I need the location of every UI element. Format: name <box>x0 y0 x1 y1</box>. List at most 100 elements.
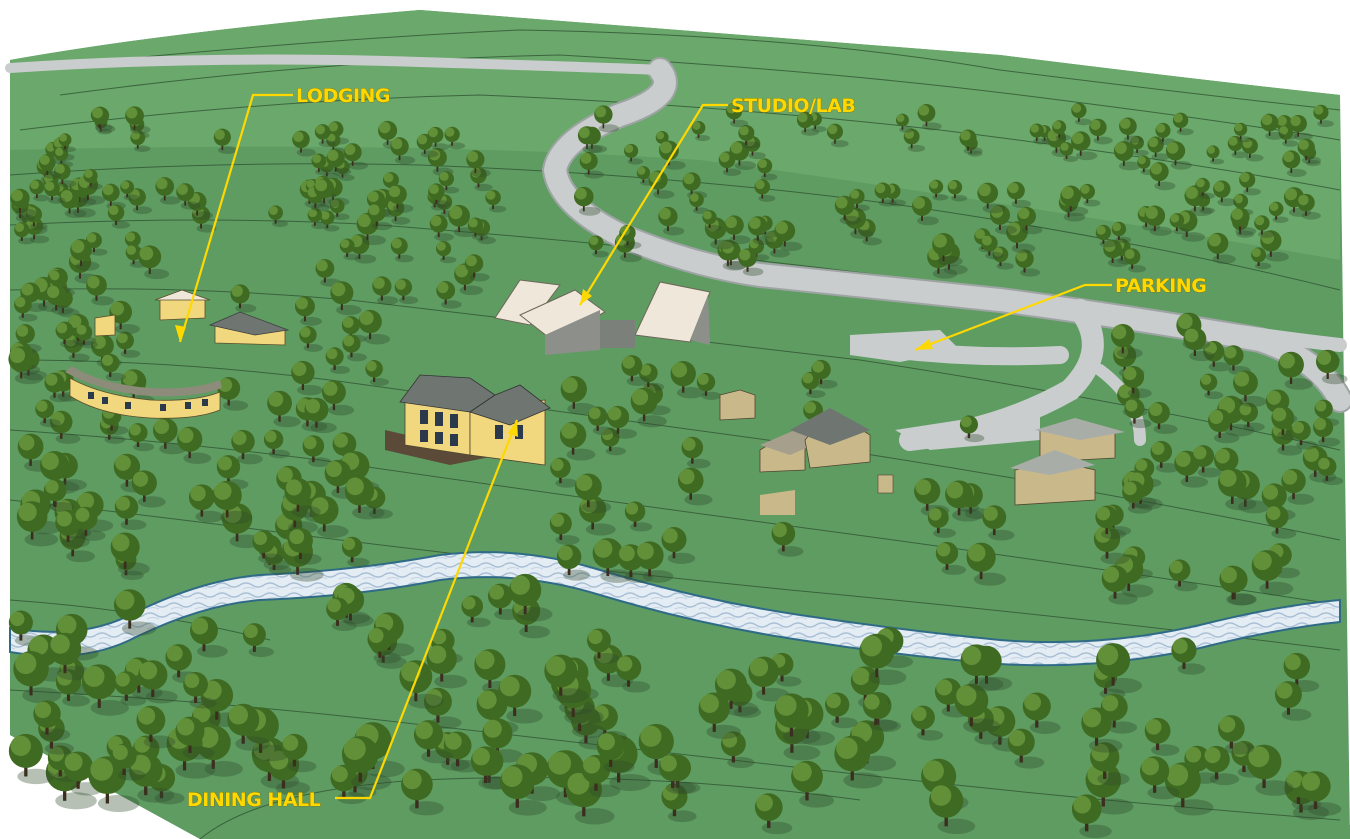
tree <box>801 371 826 399</box>
tree <box>1289 114 1313 141</box>
tree <box>190 616 228 658</box>
tree <box>982 505 1015 541</box>
tree <box>615 654 651 693</box>
tree <box>825 692 858 729</box>
tree <box>947 180 968 202</box>
tree <box>120 180 139 201</box>
tree <box>35 399 61 428</box>
tree <box>14 222 35 245</box>
tree <box>724 215 751 245</box>
terrain-upper-hill <box>10 10 1340 260</box>
tree <box>670 361 705 399</box>
tree <box>1148 401 1178 435</box>
tree <box>13 651 62 704</box>
tree-group-back <box>8 102 1348 495</box>
tree <box>426 643 468 689</box>
tree <box>1165 141 1192 170</box>
tree <box>977 182 1006 214</box>
tree <box>54 163 77 188</box>
tree <box>691 120 711 142</box>
tree <box>231 429 263 465</box>
tree <box>1233 370 1267 408</box>
tree <box>341 536 370 567</box>
tree <box>1254 215 1275 238</box>
tree <box>895 113 914 133</box>
tree <box>8 346 44 385</box>
tree <box>1089 118 1113 145</box>
tree <box>188 484 224 523</box>
tree <box>1123 248 1147 273</box>
tree <box>183 671 217 709</box>
lodging-long-building <box>65 366 222 419</box>
tree <box>581 754 621 798</box>
tree <box>429 214 454 242</box>
tree <box>754 179 776 202</box>
tree <box>1130 135 1149 157</box>
tree <box>932 232 963 267</box>
river <box>9 551 1341 667</box>
tree <box>498 674 543 724</box>
tree <box>326 148 352 176</box>
tree <box>44 180 66 204</box>
tree <box>1111 323 1143 359</box>
tree <box>14 296 38 322</box>
tree <box>1119 117 1143 144</box>
tree <box>1206 145 1225 165</box>
tree <box>1071 102 1092 126</box>
tree <box>329 198 350 221</box>
tree <box>738 124 760 149</box>
tree <box>131 470 166 508</box>
tree <box>387 184 414 213</box>
tree <box>606 405 637 439</box>
tree <box>81 664 129 716</box>
tree <box>1192 445 1222 478</box>
tree <box>25 206 48 231</box>
tree <box>791 760 835 808</box>
tree <box>588 235 609 258</box>
tree <box>390 137 416 165</box>
tree <box>155 177 181 205</box>
tree <box>367 626 401 664</box>
tree <box>114 671 147 707</box>
tree <box>859 633 907 686</box>
tree <box>757 158 778 181</box>
callout-lodging: LODGING <box>175 85 391 343</box>
tree <box>138 245 170 280</box>
tree <box>1093 525 1130 565</box>
tree <box>295 296 322 326</box>
tree <box>849 188 870 212</box>
tree <box>74 506 106 541</box>
tree <box>927 507 957 538</box>
tree <box>574 186 601 216</box>
tree <box>55 509 90 548</box>
tree <box>288 527 322 565</box>
tree <box>307 207 328 230</box>
tree <box>1081 707 1123 753</box>
tree <box>325 347 351 375</box>
terrain-surface <box>10 10 1350 839</box>
tree <box>748 656 790 702</box>
tree <box>1150 440 1180 473</box>
tree <box>1114 554 1154 598</box>
tree <box>212 480 253 525</box>
tree <box>1095 505 1126 540</box>
callout-studio-lab: STUDIO/LAB <box>579 95 856 306</box>
tree <box>1015 249 1041 277</box>
tree <box>485 189 507 213</box>
tree <box>299 326 323 352</box>
tree <box>912 196 939 226</box>
tree <box>1260 113 1285 140</box>
tree <box>401 768 444 816</box>
tree <box>1265 505 1297 539</box>
callout-dining-hall-leader <box>335 419 519 800</box>
tree <box>1007 728 1045 769</box>
tree <box>59 189 87 218</box>
tree <box>1313 417 1341 447</box>
tree <box>1282 150 1307 178</box>
tree <box>596 731 635 774</box>
tree <box>114 495 147 531</box>
tree <box>322 380 355 416</box>
tree <box>617 544 654 584</box>
tree <box>565 771 615 825</box>
